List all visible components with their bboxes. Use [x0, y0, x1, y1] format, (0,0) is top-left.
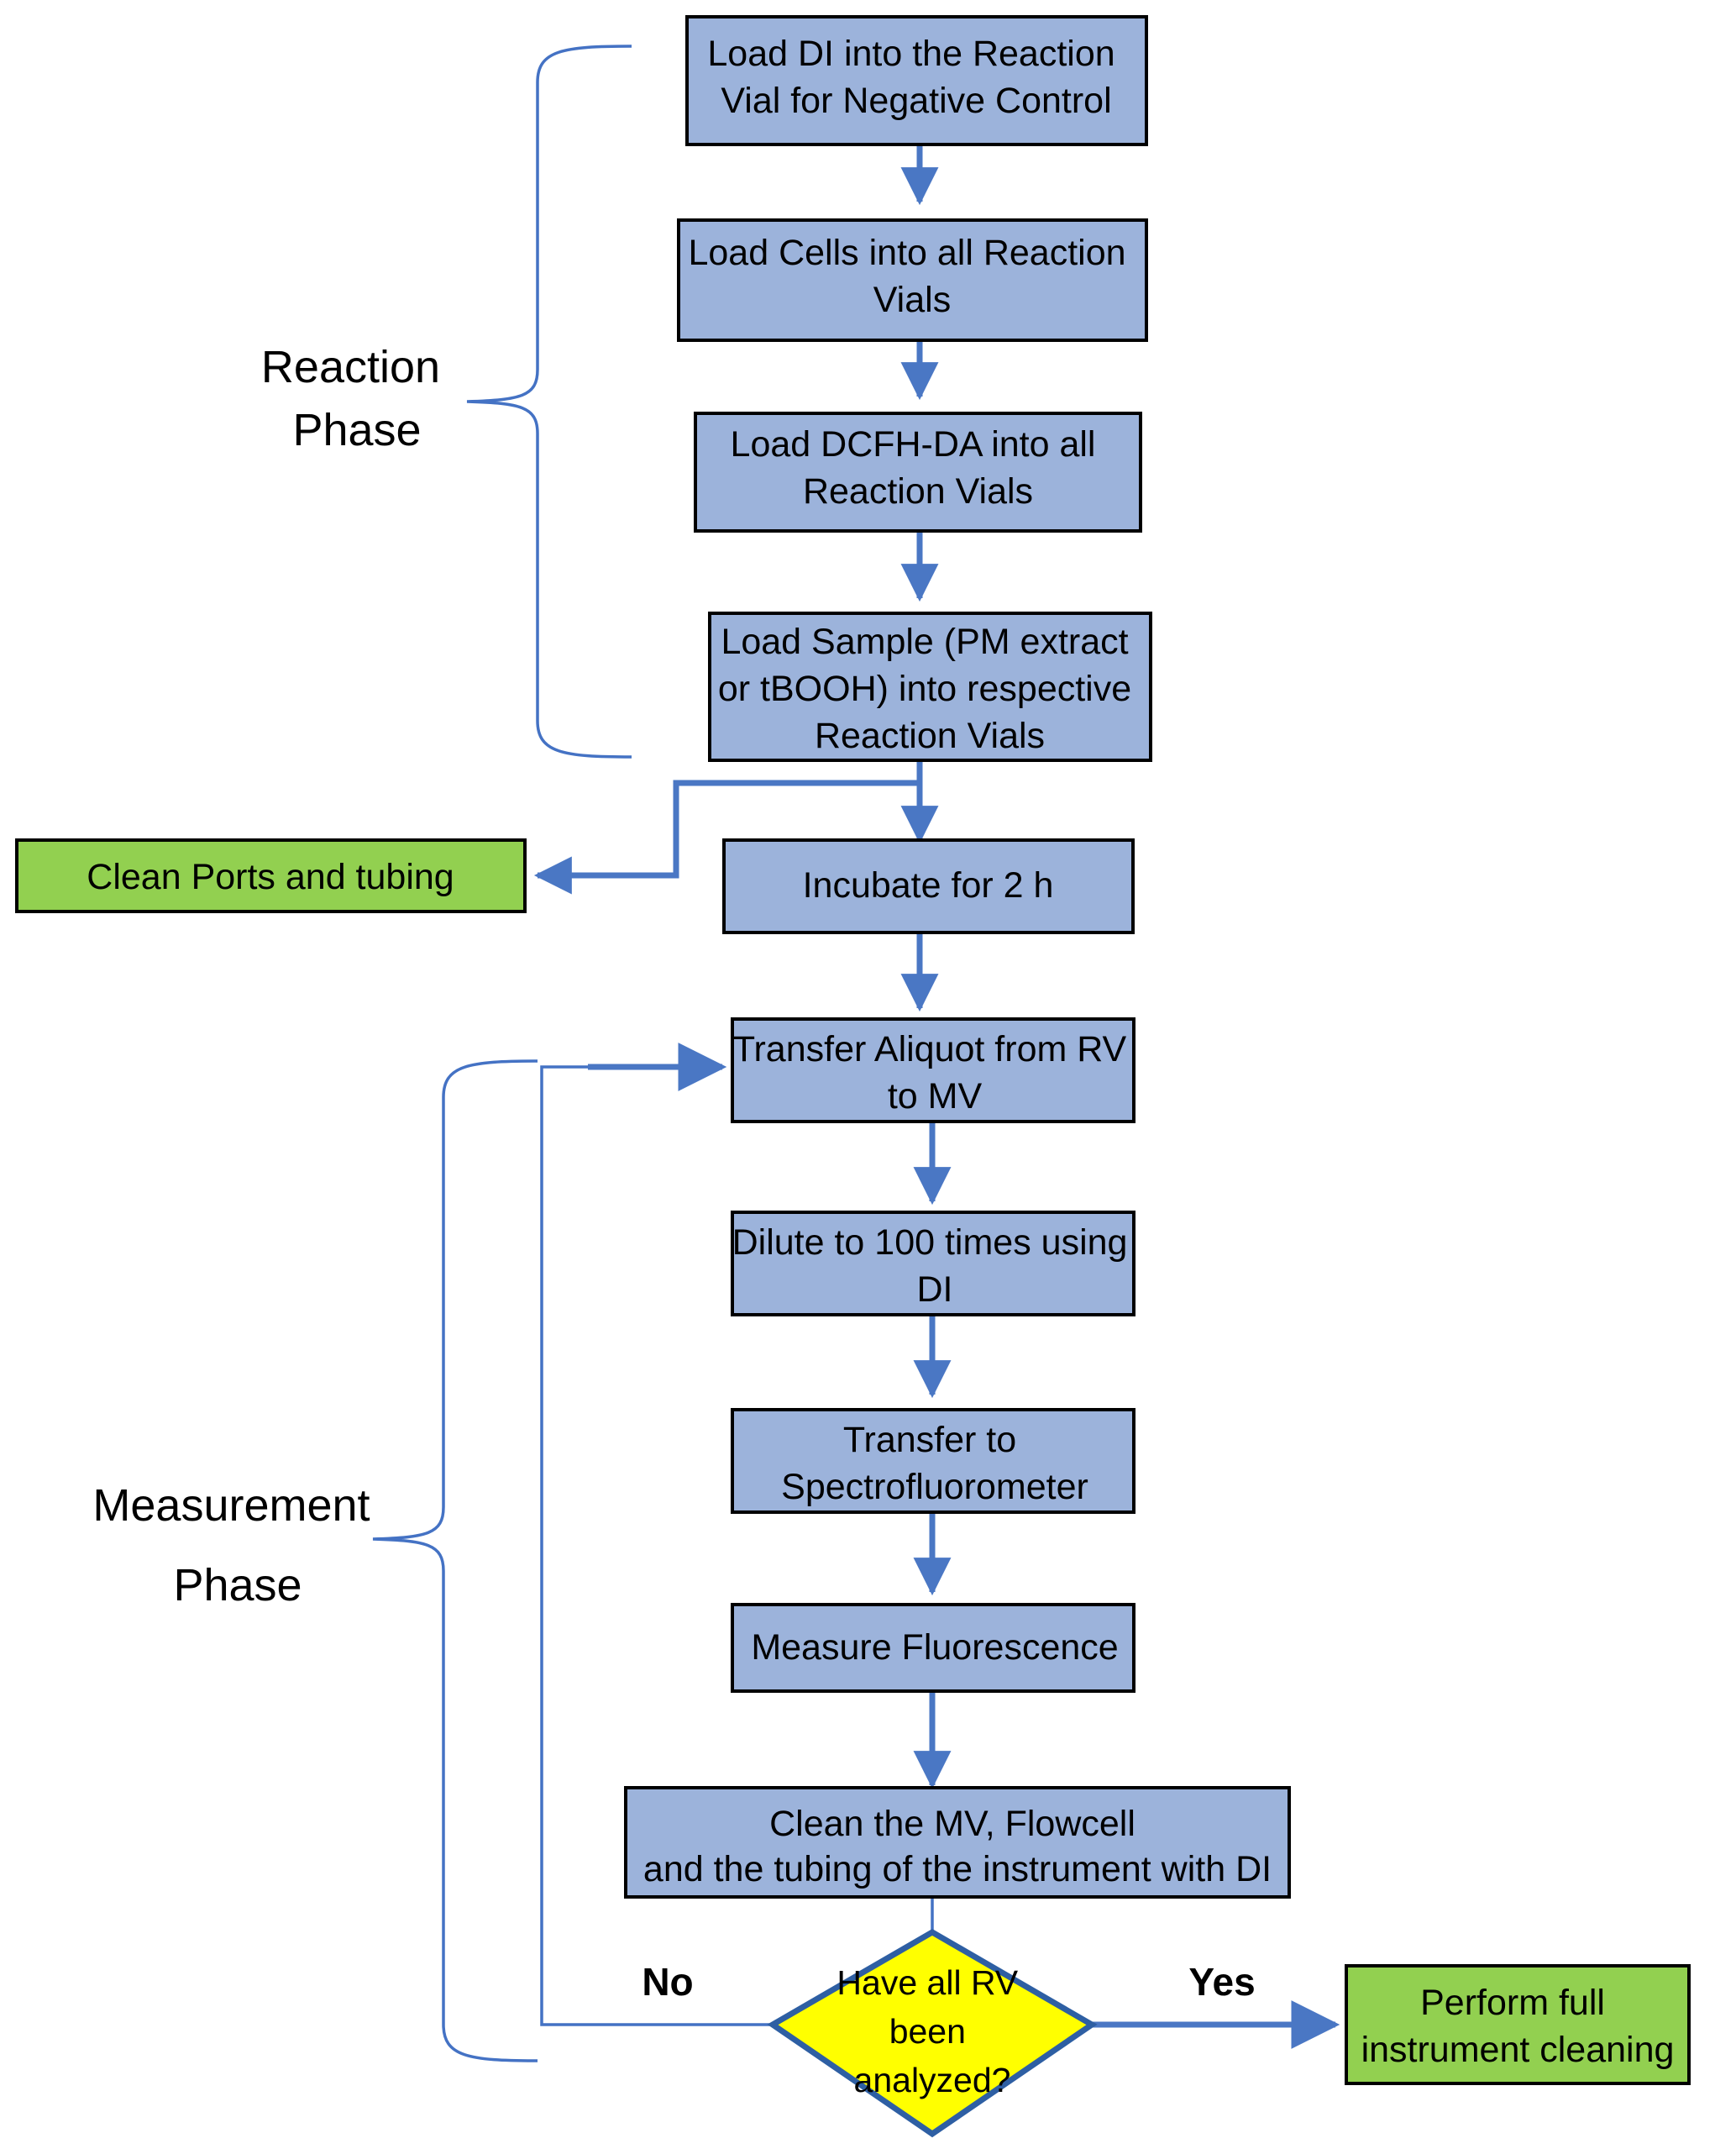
- connector-incubate-branch-to-clean-ports: [533, 780, 920, 895]
- node-clean-mv-label: Clean the MV, Flowcell and the tubing of…: [643, 1804, 1272, 1889]
- node-transfer-aliquot[interactable]: Transfer Aliquot from RV to MV: [731, 1017, 1136, 1123]
- node-load-di[interactable]: Load DI into the Reaction Vial for Negat…: [685, 15, 1148, 146]
- node-load-sample[interactable]: Load Sample (PM extract or tBOOH) into r…: [708, 612, 1152, 762]
- measurement-phase-brace: [372, 1059, 538, 2062]
- node-load-cells[interactable]: Load Cells into all Reaction Vials: [677, 218, 1148, 342]
- edge-label-yes: Yes: [1188, 1960, 1255, 2004]
- node-clean-ports-label: Clean Ports and tubing: [87, 857, 454, 897]
- reaction-phase-brace: [466, 45, 632, 759]
- node-measure-fluorescence-label: Measure Fluorescence: [751, 1627, 1118, 1668]
- node-perform-full-cleaning[interactable]: Perform full instrument cleaning: [1345, 1964, 1691, 2085]
- node-transfer-aliquot-label: Transfer Aliquot from RV to MV: [733, 1029, 1136, 1116]
- node-decision-all-rv-label: Have all RV been analyzed?: [837, 1963, 1027, 2099]
- node-incubate[interactable]: Incubate for 2 h: [722, 838, 1135, 934]
- node-load-cells-label: Load Cells into all Reaction Vials: [688, 233, 1135, 320]
- node-perform-full-cleaning-label: Perform full instrument cleaning: [1361, 1983, 1675, 2070]
- node-load-dcfh-da[interactable]: Load DCFH-DA into all Reaction Vials: [694, 412, 1142, 533]
- node-clean-mv[interactable]: Clean the MV, Flowcell and the tubing of…: [624, 1786, 1291, 1899]
- edge-label-no: No: [642, 1960, 693, 2004]
- node-load-di-label: Load DI into the Reaction Vial for Negat…: [707, 34, 1125, 121]
- node-incubate-label: Incubate for 2 h: [803, 865, 1054, 906]
- node-decision-all-rv[interactable]: Have all RV been analyzed?: [767, 1928, 1098, 2138]
- node-dilute-label: Dilute to 100 times using DI: [732, 1222, 1138, 1310]
- node-load-dcfh-da-label: Load DCFH-DA into all Reaction Vials: [731, 424, 1106, 512]
- reaction-phase-label: Reaction Phase: [261, 342, 453, 455]
- node-transfer-spectro-label: Transfer to Spectrofluorometer: [781, 1420, 1088, 1507]
- node-measure-fluorescence[interactable]: Measure Fluorescence: [731, 1603, 1135, 1693]
- measurement-phase-label: Measurement Phase: [92, 1480, 382, 1610]
- node-load-sample-label: Load Sample (PM extract or tBOOH) into r…: [718, 622, 1141, 756]
- node-transfer-spectro[interactable]: Transfer to Spectrofluorometer: [731, 1408, 1135, 1514]
- node-dilute[interactable]: Dilute to 100 times using DI: [731, 1211, 1138, 1316]
- node-clean-ports[interactable]: Clean Ports and tubing: [15, 838, 527, 913]
